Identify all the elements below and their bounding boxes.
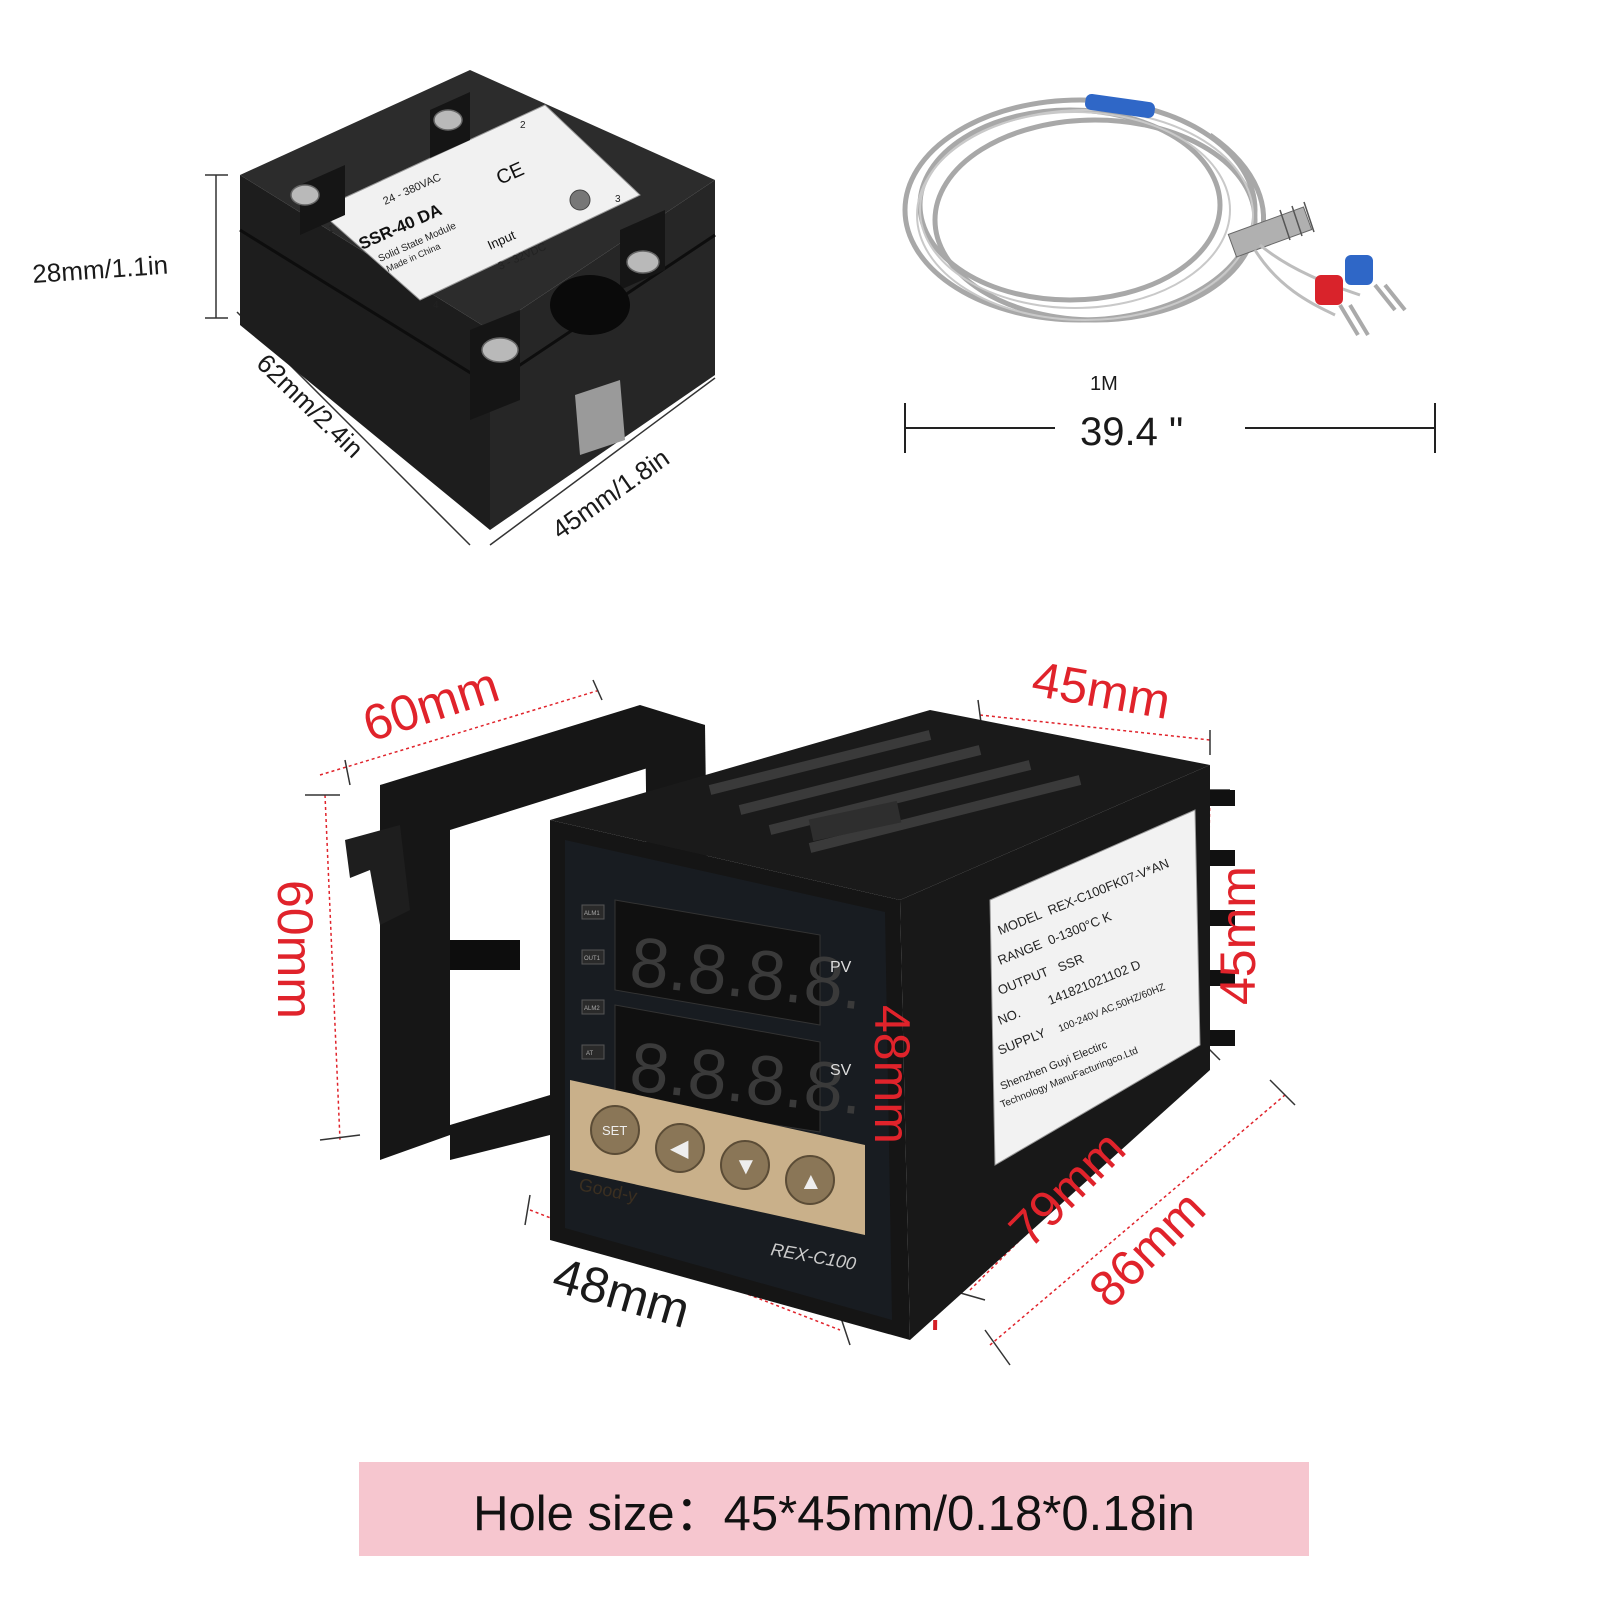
indicator-4: AT bbox=[586, 1051, 594, 1057]
relay-terminal-3: 3 bbox=[615, 194, 621, 205]
relay-terminal-1: 1 bbox=[328, 224, 334, 235]
bracket-dim-width: 60mm bbox=[356, 656, 505, 752]
indicator-2: OUT1 bbox=[584, 956, 601, 962]
down-button[interactable] bbox=[720, 1140, 770, 1190]
probe-length-imperial: 39.4 " bbox=[1080, 410, 1183, 454]
relay-terminal-4: 4 bbox=[433, 300, 439, 311]
probe-length-metric: 1M bbox=[1090, 373, 1118, 395]
pv-label: PV bbox=[830, 959, 852, 976]
ssr-relay-illustration: 24 - 380VAC SSR-40 DA Solid State Module… bbox=[31, 70, 716, 546]
hole-size-text: Hole size：45*45mm/0.18*0.18in bbox=[473, 1486, 1195, 1541]
shift-icon: ◀ bbox=[670, 1135, 689, 1162]
shift-button[interactable] bbox=[655, 1123, 705, 1173]
controller-dim-total-depth: 86mm bbox=[1078, 1180, 1216, 1318]
controller-dim-side-height: 45mm bbox=[1210, 866, 1266, 1005]
relay-dim-height: 28mm/1.1in bbox=[31, 250, 169, 289]
indicator-3: ALM2 bbox=[584, 1006, 600, 1012]
up-arrow-icon: ▲ bbox=[799, 1168, 823, 1195]
relay-terminal-2: 2 bbox=[520, 120, 526, 131]
sv-label: SV bbox=[830, 1062, 852, 1079]
controller-dim-front-height: 48mm bbox=[864, 1005, 920, 1144]
set-button[interactable] bbox=[590, 1105, 640, 1155]
up-button[interactable] bbox=[785, 1155, 835, 1205]
down-arrow-icon: ▼ bbox=[734, 1153, 758, 1180]
hole-size-banner: Hole size：45*45mm/0.18*0.18in bbox=[359, 1462, 1309, 1556]
controller-dim-top-width: 45mm bbox=[1028, 651, 1175, 730]
set-button-label: SET bbox=[602, 1123, 627, 1138]
thermocouple-probe-illustration: 1M 39.4 " bbox=[902, 93, 1436, 454]
bracket-dim-height: 60mm bbox=[267, 880, 323, 1019]
indicator-1: ALM1 bbox=[584, 911, 600, 917]
temperature-controller-illustration: MODEL REX-C100FK07-V*AN RANGE 0-1300°C K… bbox=[524, 651, 1296, 1366]
